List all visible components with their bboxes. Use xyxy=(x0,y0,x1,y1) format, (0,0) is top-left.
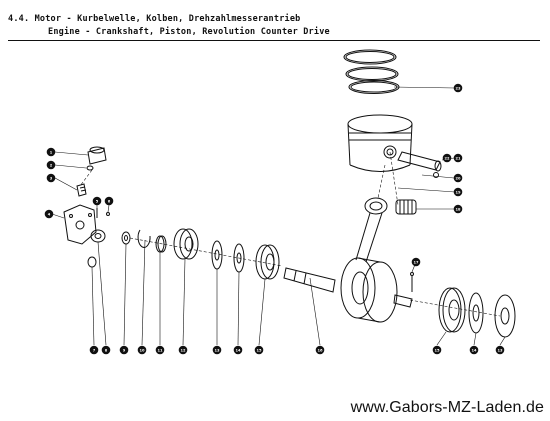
woodruff-key xyxy=(410,272,414,292)
svg-text:15: 15 xyxy=(256,348,262,352)
svg-text:3: 3 xyxy=(50,176,53,180)
svg-text:11: 11 xyxy=(157,348,163,352)
title-german: 4.4. Motor - Kurbelwelle, Kolben, Drehza… xyxy=(8,14,301,24)
piston xyxy=(347,114,413,172)
callout-5: 5 xyxy=(92,196,102,206)
alignment-lines xyxy=(79,151,501,317)
callout-2: 2 xyxy=(46,160,56,170)
svg-text:12: 12 xyxy=(180,348,186,352)
svg-text:9: 9 xyxy=(123,348,126,352)
callout-11: 11 xyxy=(155,345,165,355)
needle-bearing xyxy=(395,199,417,215)
svg-text:23: 23 xyxy=(455,86,461,90)
callout-18: 18 xyxy=(453,204,463,214)
circlip-left xyxy=(137,229,151,248)
crankshaft xyxy=(283,257,413,323)
callout-6: 6 xyxy=(104,196,114,206)
svg-text:8: 8 xyxy=(105,348,108,352)
title-english: Engine - Crankshaft, Piston, Revolution … xyxy=(48,27,330,37)
callout-15-left: 15 xyxy=(254,345,264,355)
svg-text:14: 14 xyxy=(471,348,477,352)
tacho-drive-housing xyxy=(87,146,107,165)
svg-text:20: 20 xyxy=(455,176,461,180)
callout-14-right: 14 xyxy=(469,345,479,355)
callout-17: 17 xyxy=(411,257,421,267)
washer-small xyxy=(106,212,110,216)
svg-text:5: 5 xyxy=(96,199,99,203)
callout-markers: 1 2 3 4 5 6 7 8 9 10 11 12 13 14 15 16 1… xyxy=(44,83,505,355)
callout-3: 3 xyxy=(46,173,56,183)
callout-13-left: 13 xyxy=(212,345,222,355)
callout-13-right: 13 xyxy=(495,345,505,355)
callout-12: 12 xyxy=(178,345,188,355)
svg-text:22: 22 xyxy=(444,156,450,160)
callout-16: 16 xyxy=(315,345,325,355)
right-main-bearing xyxy=(438,287,466,333)
svg-text:19: 19 xyxy=(455,190,461,194)
callout-8: 8 xyxy=(101,345,111,355)
callout-14-left: 14 xyxy=(233,345,243,355)
header-rule xyxy=(8,40,540,41)
svg-text:1: 1 xyxy=(50,150,53,154)
callout-19: 19 xyxy=(453,187,463,197)
svg-text:16: 16 xyxy=(317,348,323,352)
o-ring xyxy=(86,165,94,171)
svg-text:17: 17 xyxy=(413,260,419,264)
circlip xyxy=(433,172,439,178)
tacho-drive-gear xyxy=(76,183,87,197)
callout-22: 22 xyxy=(442,153,452,163)
callout-4: 4 xyxy=(44,209,54,219)
callout-10: 10 xyxy=(137,345,147,355)
right-shim xyxy=(468,292,484,334)
left-main-bearing xyxy=(173,228,199,260)
nut xyxy=(87,256,97,268)
callout-15-right: 15 xyxy=(432,345,442,355)
right-shaft-seal xyxy=(494,294,516,338)
washer xyxy=(121,231,131,245)
website-watermark: www.Gabors-MZ-Laden.de xyxy=(350,399,544,416)
callout-20: 20 xyxy=(453,173,463,183)
svg-text:2: 2 xyxy=(50,163,53,167)
piston-rings xyxy=(343,49,400,94)
svg-text:13: 13 xyxy=(497,348,503,352)
svg-text:4: 4 xyxy=(48,212,51,216)
svg-text:13: 13 xyxy=(214,348,220,352)
callout-21: 21 xyxy=(453,153,463,163)
svg-text:10: 10 xyxy=(139,348,145,352)
svg-text:7: 7 xyxy=(93,348,96,352)
shim-left-1 xyxy=(211,240,223,270)
oil-pump-cover xyxy=(63,204,97,245)
callout-23: 23 xyxy=(453,83,463,93)
callout-7: 7 xyxy=(89,345,99,355)
piston-pin xyxy=(397,151,442,172)
leader-lines xyxy=(51,86,506,346)
callout-1: 1 xyxy=(46,147,56,157)
svg-text:6: 6 xyxy=(108,199,111,203)
svg-text:18: 18 xyxy=(455,207,461,211)
drive-worm-nut xyxy=(90,229,106,243)
callout-9: 9 xyxy=(119,345,129,355)
svg-text:21: 21 xyxy=(455,156,461,160)
connecting-rod xyxy=(355,197,388,263)
svg-text:14: 14 xyxy=(235,348,241,352)
svg-text:15: 15 xyxy=(434,348,440,352)
